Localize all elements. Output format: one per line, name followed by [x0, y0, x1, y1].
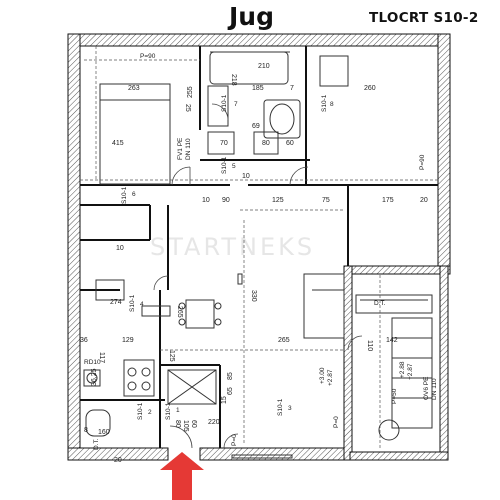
- dim-75: 75: [322, 197, 330, 204]
- room-4-id: 4: [140, 301, 144, 308]
- dim-60: 60: [286, 140, 294, 147]
- dim-10a: 10: [202, 197, 210, 204]
- plan-title: Jug: [229, 2, 274, 31]
- room-1-code: S10-1: [165, 402, 172, 420]
- dim-69: 69: [252, 123, 260, 130]
- room-6-id: 6: [132, 191, 136, 198]
- room-8-code: S10-1: [321, 94, 328, 112]
- fv1-pe-label: FV1 PE: [177, 137, 184, 160]
- outer-walls: [67, 33, 451, 461]
- watermark: STARTNEKS: [150, 233, 315, 261]
- door-swings: [153, 103, 363, 449]
- dim-265b: 265: [278, 337, 290, 344]
- p50-label: P=50: [391, 388, 398, 404]
- room-6-code: S10-1: [121, 186, 128, 204]
- p90-top-label: P=90: [140, 53, 156, 60]
- dim-265: 265: [176, 306, 183, 318]
- dim-105: 105: [182, 420, 189, 432]
- dim-160: 160: [98, 429, 110, 436]
- dim-415: 415: [112, 140, 124, 147]
- rd10-label: RD10: [84, 359, 101, 366]
- ov6-pe-label: OV6 PE: [423, 376, 430, 400]
- dim-20: 20: [420, 197, 428, 204]
- dim-330: 330: [250, 290, 257, 302]
- dt-bottom-label: D.T.: [93, 438, 100, 450]
- room-7-code: S10-1: [221, 94, 228, 112]
- dim-10c: 10: [242, 173, 250, 180]
- room-7-id: 7: [234, 101, 238, 108]
- dim-218: 218: [230, 74, 237, 86]
- dim-10b: 10: [116, 245, 124, 252]
- dim-210: 210: [258, 63, 270, 70]
- entrance-arrow: [160, 452, 204, 500]
- dn110-label: DN 110: [185, 138, 192, 160]
- dim-142: 142: [386, 337, 398, 344]
- p90-right-label: P=90: [419, 154, 426, 170]
- level-main: +3.00: [319, 367, 326, 384]
- room-3-id: 3: [288, 405, 292, 412]
- dim-8: 8: [84, 427, 88, 434]
- dim-117: 117: [98, 352, 105, 363]
- dim-185: 185: [252, 85, 264, 92]
- dim-85: 85: [227, 372, 234, 380]
- level-main-sub: +2.87: [327, 369, 334, 386]
- room-3-code: S10-1: [277, 398, 284, 416]
- p0-bottom-label: P=0: [231, 434, 238, 446]
- dim-274: 274: [110, 299, 122, 306]
- dimension-labels: 210 218 263 25 185 7 260 255 70 80 60 69…: [80, 63, 428, 464]
- room-5-id: 5: [232, 163, 236, 170]
- dim-80b: 80: [174, 420, 181, 428]
- dim-20b: 20: [114, 457, 122, 464]
- dim-15: 15: [221, 396, 228, 404]
- dim-80: 80: [262, 140, 270, 147]
- dim-65: 65: [227, 387, 234, 395]
- plan-code: TLOCRT S10-2: [369, 10, 479, 26]
- dashed-lines: [80, 46, 438, 448]
- level-balcony-sub: +2.87: [407, 363, 414, 380]
- misc-labels: D.T. D.T. RD10 +3.00 +2.87 +2.88 +2.87 F…: [84, 53, 438, 450]
- level-balcony: +2.88: [399, 361, 406, 378]
- dim-125b: 125: [168, 350, 175, 362]
- partitions: [83, 51, 433, 459]
- room-4-code: S10-1: [129, 294, 136, 312]
- dt-top-label: D.T.: [374, 300, 386, 307]
- dn110-b-label: DN 110: [431, 378, 438, 400]
- dim-110: 110: [366, 340, 373, 351]
- dim-175: 175: [382, 197, 394, 204]
- room-1-id: 1: [176, 407, 180, 414]
- room-2-code: S10-1: [137, 402, 144, 420]
- dim-25: 25: [184, 104, 191, 112]
- dim-220: 220: [208, 419, 220, 426]
- dim-70: 70: [220, 140, 228, 147]
- interior-walls: [80, 46, 438, 448]
- dim-36: 36: [80, 337, 88, 344]
- dim-7: 7: [290, 85, 294, 92]
- room-labels: 6 S10-1 7 S10-1 8 S10-1 5 S10-1 4 S10-1 …: [121, 94, 334, 420]
- dim-255: 255: [187, 86, 194, 98]
- room-8-id: 8: [330, 101, 334, 108]
- dim-90: 90: [222, 197, 230, 204]
- dim-260: 260: [364, 85, 376, 92]
- dim-129: 129: [122, 337, 134, 344]
- p0-label: P=0: [333, 416, 340, 428]
- dim-60b: 60: [190, 420, 197, 428]
- room-5-code: S10-1: [221, 156, 228, 174]
- room-2-id: 2: [148, 409, 152, 416]
- dim-36-25: 36,25: [91, 368, 98, 386]
- dim-125: 125: [272, 197, 284, 204]
- dim-263: 263: [128, 85, 140, 92]
